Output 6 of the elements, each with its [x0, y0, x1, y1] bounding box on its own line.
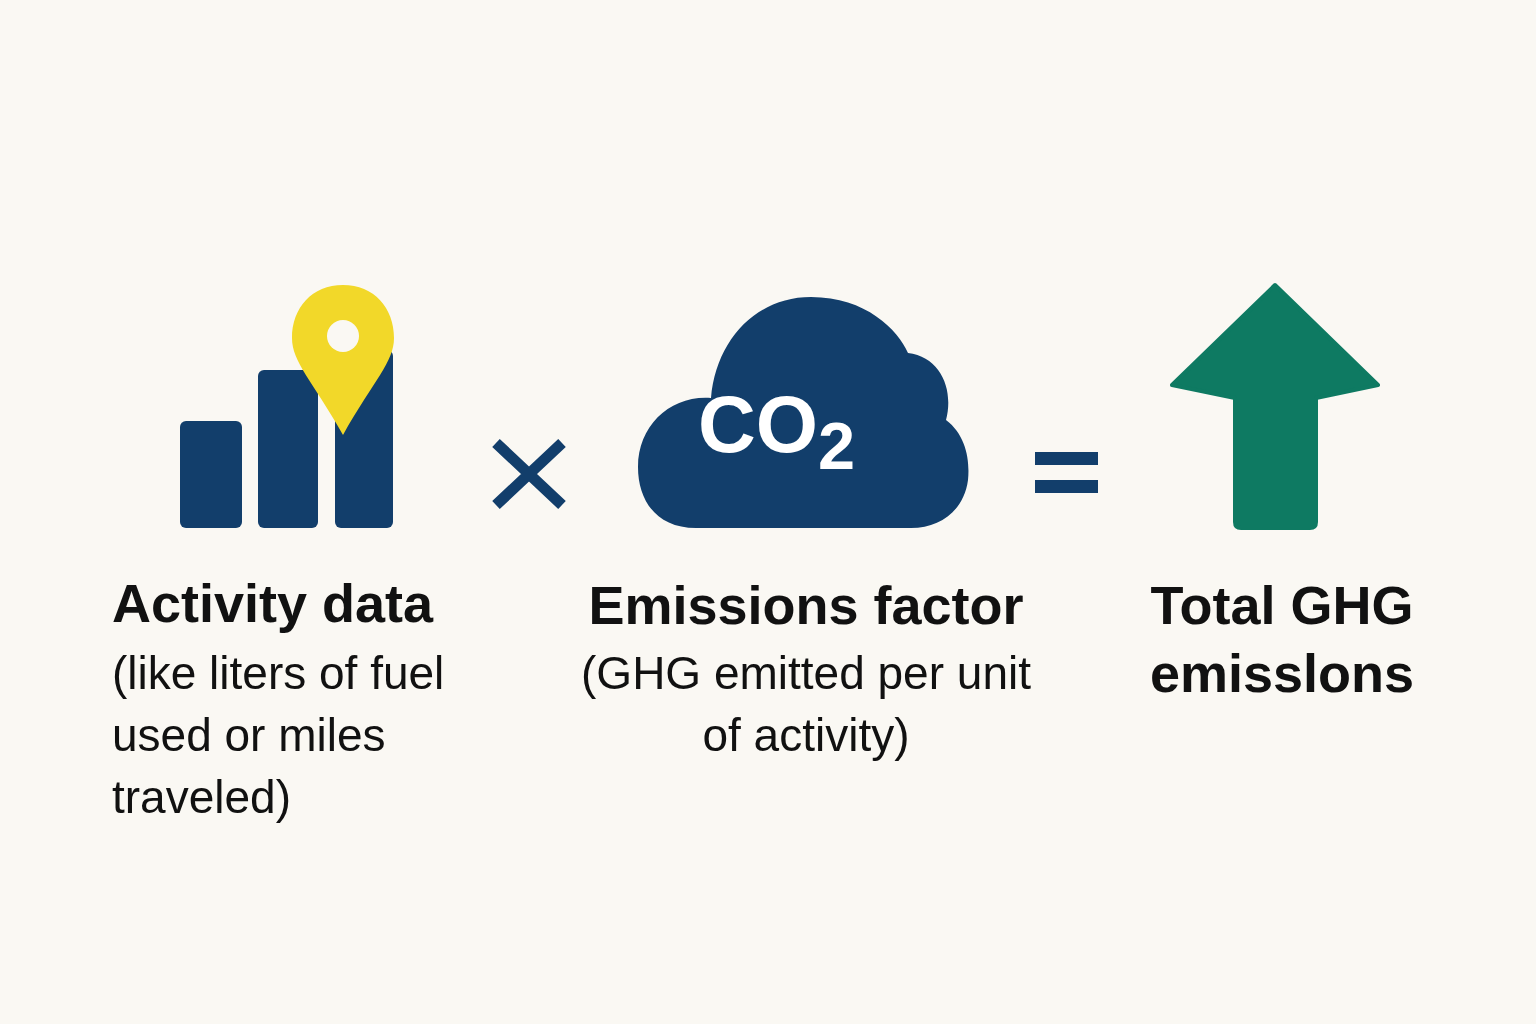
description-text: (GHG emitted per unit of activity) — [580, 646, 1032, 764]
co2-formula: CO$_{2}$ — [698, 379, 856, 485]
description-text: (like liters of fuel used or miles traveled) — [112, 646, 446, 826]
heading: Emissions factor — [587, 574, 1025, 637]
heading: Activity data — [112, 572, 435, 635]
heading: Total GHG emisslons — [1148, 574, 1416, 705]
